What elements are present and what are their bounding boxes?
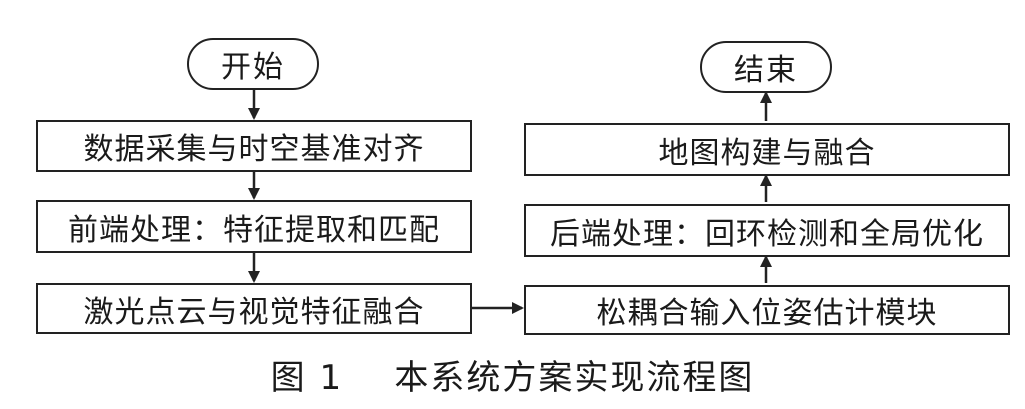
step-lidar-visual-fusion: 激光点云与视觉特征融合 — [36, 283, 472, 334]
step-map-building-label: 地图构建与融合 — [658, 135, 876, 171]
step-backend-processing: 后端处理：回环检测和全局优化 — [524, 204, 1010, 257]
step-frontend-processing-label: 前端处理：特征提取和匹配 — [68, 212, 440, 248]
end-terminal: 结束 — [700, 41, 832, 93]
step-backend-processing-label: 后端处理：回环检测和全局优化 — [550, 216, 984, 252]
end-label: 结束 — [734, 53, 798, 88]
step-data-collection-label: 数据采集与时空基准对齐 — [83, 132, 425, 167]
step-map-building: 地图构建与融合 — [524, 123, 1010, 176]
step-data-collection: 数据采集与时空基准对齐 — [36, 120, 472, 172]
step-lidar-visual-fusion-label: 激光点云与视觉特征融合 — [83, 294, 425, 330]
figure-number: 图 1 — [270, 357, 344, 398]
caption-spacer — [343, 354, 394, 394]
figure-caption: 图 1 本系统方案实现流程图 — [0, 348, 1025, 400]
start-label: 开始 — [221, 50, 285, 85]
step-pose-estimation-label: 松耦合输入位姿估计模块 — [596, 296, 938, 331]
start-terminal: 开始 — [187, 38, 319, 90]
figure-title: 本系统方案实现流程图 — [394, 357, 755, 398]
step-frontend-processing: 前端处理：特征提取和匹配 — [36, 200, 472, 253]
step-pose-estimation: 松耦合输入位姿估计模块 — [524, 285, 1010, 335]
